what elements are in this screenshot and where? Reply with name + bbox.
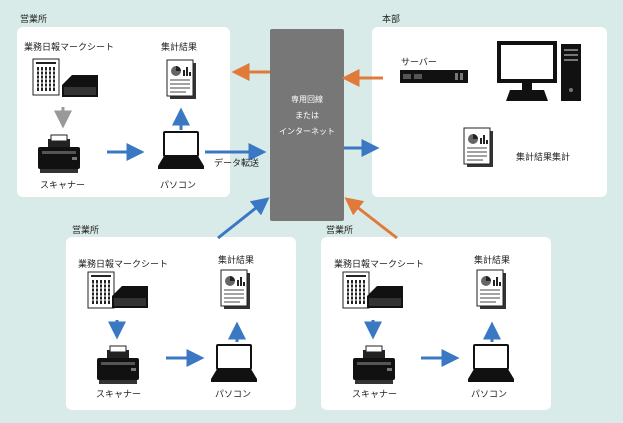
branch-2-title: 営業所: [72, 226, 100, 236]
branch-3-title: 営業所: [326, 226, 354, 236]
network-label: 専用回線 または インターネット: [270, 92, 344, 140]
monitor-icon: [497, 41, 557, 101]
headquarters-graphics: [400, 41, 581, 168]
branch-1-scanner-label: スキャナー: [40, 181, 86, 191]
sheet-tray-icon: [367, 286, 403, 308]
mark-sheet-icon: [342, 271, 370, 309]
report-icon: [166, 59, 197, 100]
branch-2-sheet-label: 業務日報マークシート: [78, 260, 169, 270]
branch-3-graphics: [342, 269, 515, 385]
branch-1-sheet-label: 業務日報マークシート: [24, 43, 115, 53]
branch-3-pc-label: パソコン: [471, 390, 508, 400]
scanner-icon: [352, 345, 396, 385]
laptop-icon: [467, 344, 515, 383]
branch-2-scanner-label: スキャナー: [96, 390, 142, 400]
branch-3-result-label: 集計結果: [474, 256, 511, 266]
mark-sheet-icon: [32, 58, 60, 96]
report-icon: [463, 127, 494, 168]
hq-server-label: サーバー: [401, 58, 437, 68]
mark-sheet-icon: [87, 271, 115, 309]
branch-2-upload-arrow: [217, 197, 270, 240]
desktop-tower-icon: [561, 44, 581, 101]
sheet-tray-icon: [112, 286, 148, 308]
branch-2-graphics: [87, 269, 258, 385]
branch-1-pc-label: パソコン: [160, 181, 197, 191]
branch-1-result-label: 集計結果: [161, 43, 198, 53]
server-icon: [400, 70, 468, 83]
sheet-tray-icon: [62, 75, 98, 97]
laptop-icon: [157, 131, 205, 170]
branch-1-title: 営業所: [20, 15, 48, 25]
branch-3-download-arrow: [344, 197, 398, 240]
report-icon: [220, 269, 251, 310]
report-icon: [476, 269, 507, 310]
branch-3-sheet-label: 業務日報マークシート: [334, 260, 425, 270]
hq-report-label: 集計結果集計: [516, 153, 571, 163]
network-label-line3: インターネット: [279, 127, 335, 136]
network-label-line1: 専用回線: [291, 95, 323, 104]
scanner-icon: [37, 134, 81, 174]
laptop-icon: [210, 344, 258, 383]
network-block: [270, 29, 344, 221]
branch-1-graphics: [32, 58, 205, 174]
data-transfer-label: データ転送: [214, 159, 260, 169]
network-label-line2: または: [295, 111, 319, 120]
branch-3-scanner-label: スキャナー: [352, 390, 398, 400]
hq-title: 本部: [382, 15, 401, 25]
branch-2-pc-label: パソコン: [215, 390, 252, 400]
branch-2-result-label: 集計結果: [218, 256, 255, 266]
scanner-icon: [96, 345, 140, 385]
